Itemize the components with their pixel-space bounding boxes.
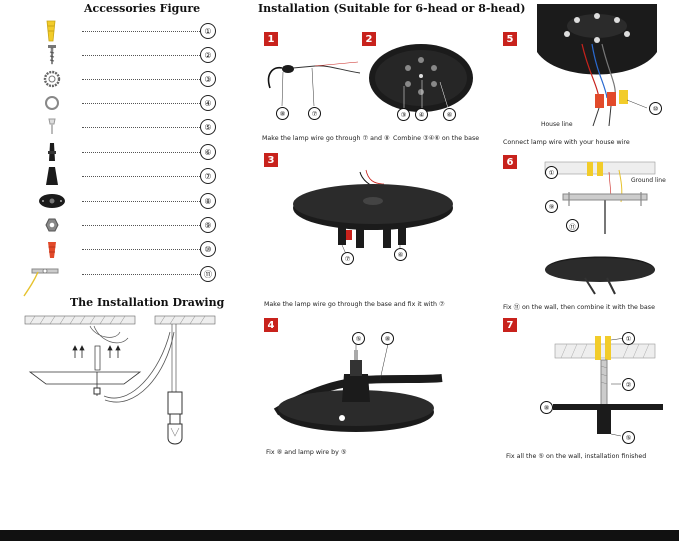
step4-callout-a: ⑤ [352, 332, 365, 345]
step6-callout-a: ① [545, 166, 558, 179]
accessory-row: ⑪ [20, 263, 220, 285]
hex-nut-icon [38, 214, 66, 236]
accessory-row: ① [20, 20, 220, 42]
step6-ground-line-label: Ground line [631, 177, 666, 184]
step-badge-6: 6 [503, 155, 517, 169]
step5-illustration [527, 4, 667, 129]
accessory-row: ② [20, 44, 220, 66]
step1-caption: Make the lamp wire go through ⑦ and ⑧ [262, 135, 390, 142]
step7-caption: Fix all the ⑤ on the wall, installation … [506, 453, 646, 460]
step-badge-5: 5 [503, 32, 517, 46]
mounting-bracket-icon [38, 190, 66, 212]
step5-house-line-label: House line [541, 121, 573, 128]
bottom-border [0, 530, 679, 541]
accessory-row: ⑦ [20, 165, 220, 187]
step-badge-4: 4 [264, 318, 278, 332]
accessory-number: ① [200, 23, 216, 39]
step5-callout-a: ⑩ [649, 102, 662, 115]
accessory-row: ⑧ [20, 190, 220, 212]
step3-callout-b: ⑥ [394, 248, 407, 261]
wall-anchor-icon [38, 20, 66, 42]
accessory-number: ⑪ [200, 266, 216, 282]
lamp-cap-icon [38, 165, 66, 187]
step7-callout-c: ⑧ [540, 401, 553, 414]
step2-caption: Combine ③④⑥ on the base [393, 135, 479, 142]
accessory-row: ④ [20, 92, 220, 114]
cord-grip-icon [38, 141, 66, 163]
accessory-number: ⑥ [200, 144, 216, 160]
step4-callout-b: ⑧ [381, 332, 394, 345]
step4-caption: Fix ⑧ and lamp wire by ⑤ [266, 449, 346, 456]
accessory-number: ⑨ [200, 217, 216, 233]
accessories-title: Accessories Figure [84, 2, 200, 15]
installation-drawing [20, 312, 230, 512]
wire-connector-icon [38, 238, 66, 260]
step3-illustration [288, 168, 458, 278]
step4-illustration [264, 334, 444, 444]
step2-callout-c: ⑥ [443, 108, 456, 121]
accessory-number: ⑦ [200, 168, 216, 184]
installation-title: Installation (Suitable for 6-head or 8-h… [258, 2, 525, 15]
step1-callout-a: ⑧ [276, 107, 289, 120]
step6-callout-b: ⑨ [545, 200, 558, 213]
accessory-number: ③ [200, 71, 216, 87]
step-badge-1: 1 [264, 32, 278, 46]
step5-caption: Connect lamp wire with your house wire [503, 139, 630, 146]
step2-callout-b: ④ [415, 108, 428, 121]
step2-callout-a: ③ [397, 108, 410, 121]
accessory-number: ⑧ [200, 193, 216, 209]
step7-callout-a: ① [622, 332, 635, 345]
accessory-row: ③ [20, 68, 220, 90]
accessory-row: ⑥ [20, 141, 220, 163]
bolt-icon [38, 116, 66, 138]
accessory-number: ② [200, 47, 216, 63]
accessory-number: ⑩ [200, 241, 216, 257]
accessory-row: ⑤ [20, 116, 220, 138]
crossbar-icon [24, 263, 52, 285]
step7-callout-d: ⑤ [622, 431, 635, 444]
accessory-number: ④ [200, 95, 216, 111]
step6-caption: Fix ⑪ on the wall, then combine it with … [503, 302, 655, 311]
ring-washer-icon [38, 92, 66, 114]
accessory-number: ⑤ [200, 119, 216, 135]
step6-callout-c: ⑪ [566, 219, 579, 232]
step-badge-3: 3 [264, 153, 278, 167]
drawing-title: The Installation Drawing [70, 296, 224, 309]
screw-icon [38, 44, 66, 66]
step7-illustration [525, 330, 665, 440]
step3-callout-a: ⑦ [341, 252, 354, 265]
step1-callout-b: ⑦ [308, 107, 321, 120]
accessory-row: ⑨ [20, 214, 220, 236]
step7-callout-b: ② [622, 378, 635, 391]
lock-washer-icon [38, 68, 66, 90]
step-badge-7: 7 [503, 318, 517, 332]
accessory-row: ⑩ [20, 238, 220, 260]
step3-caption: Make the lamp wire go through the base a… [264, 301, 445, 308]
